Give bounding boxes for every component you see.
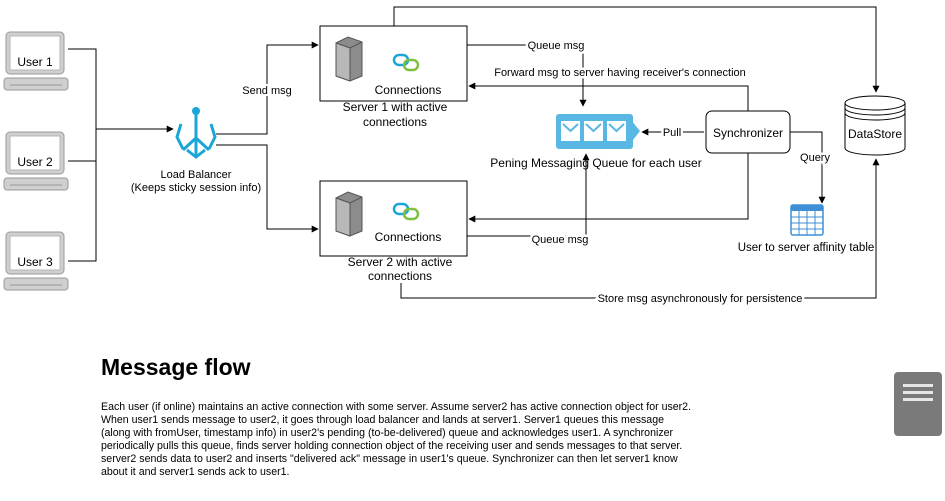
message-queue-icon	[556, 114, 640, 149]
load-balancer-sublabel: (Keeps sticky session info)	[131, 182, 261, 194]
query-edge	[790, 131, 826, 204]
paragraph-line: (along with fromUser, timestamp info) in…	[101, 426, 674, 439]
server-2-connections-label: Connections	[375, 230, 442, 244]
server-1-rack-icon	[335, 36, 363, 82]
server-1-connections-icon	[392, 53, 420, 72]
synchronizer-label: Synchronizer	[713, 126, 783, 140]
paragraph-line: When user1 sends message to user2, it go…	[101, 413, 664, 426]
lb-to-servers-connector	[216, 41, 319, 233]
server-1-connections-label: Connections	[375, 83, 442, 97]
section-title: Message flow	[101, 354, 251, 380]
server-2-caption-2: connections	[368, 269, 432, 283]
paragraph-line: Each user (if online) maintains an activ…	[101, 401, 692, 413]
server1-to-datastore-edge	[393, 6, 880, 93]
section-paragraph: Each user (if online) maintains an activ…	[101, 401, 781, 478]
queue-caption: Pening Messaging Queue for each user	[490, 156, 701, 170]
server-2-box: Connections	[319, 180, 468, 257]
user-1-label: User 1	[17, 55, 53, 69]
server-1-caption: Server 1 with active	[343, 100, 448, 114]
affinity-table-label: User to server affinity table	[738, 242, 875, 254]
paragraph-line: periodically pulls this queue, finds ser…	[101, 439, 683, 452]
user-3-label: User 3	[17, 255, 53, 269]
send-msg-label: Send msg	[242, 85, 292, 97]
forward-msg-label: Forward msg to server having receiver's …	[494, 67, 746, 79]
user-2-label: User 2	[17, 155, 53, 169]
paragraph-line: about it and server1 sends ack to user1.	[101, 465, 290, 478]
server2-queue-msg-edge	[467, 153, 590, 237]
user-3-terminal: User 3	[3, 231, 69, 291]
server-2-connections-icon	[392, 202, 420, 221]
users-to-lb-connector	[68, 48, 174, 262]
affinity-table-icon	[790, 204, 824, 236]
forward-to-server1-edge	[468, 82, 749, 111]
datastore-cylinder: DataStore	[844, 95, 906, 156]
server-2-rack-icon	[335, 191, 363, 237]
load-balancer-label: Load Balancer	[161, 169, 232, 181]
paragraph-line: server2 sends data to user2 and inserts …	[101, 452, 678, 465]
forward-to-server2-edge	[468, 153, 749, 223]
synchronizer-box: Synchronizer	[705, 110, 791, 154]
server-2-caption: Server 2 with active	[348, 255, 453, 269]
query-label: Query	[800, 152, 830, 164]
queue-msg-label-1: Queue msg	[528, 40, 585, 52]
server-1-box: Connections	[319, 25, 468, 102]
datastore-label: DataStore	[848, 127, 902, 141]
queue-msg-label-2: Queue msg	[532, 234, 589, 246]
store-msg-label: Store msg asynchronously for persistence	[598, 293, 803, 305]
user-1-terminal: User 1	[3, 31, 69, 91]
user-2-terminal: User 2	[3, 131, 69, 191]
store-msg-edge	[400, 158, 880, 299]
server-1-caption-2: connections	[363, 115, 427, 129]
pull-label: Pull	[663, 127, 681, 139]
document-icon[interactable]	[894, 372, 942, 436]
load-balancer-icon	[175, 107, 217, 159]
